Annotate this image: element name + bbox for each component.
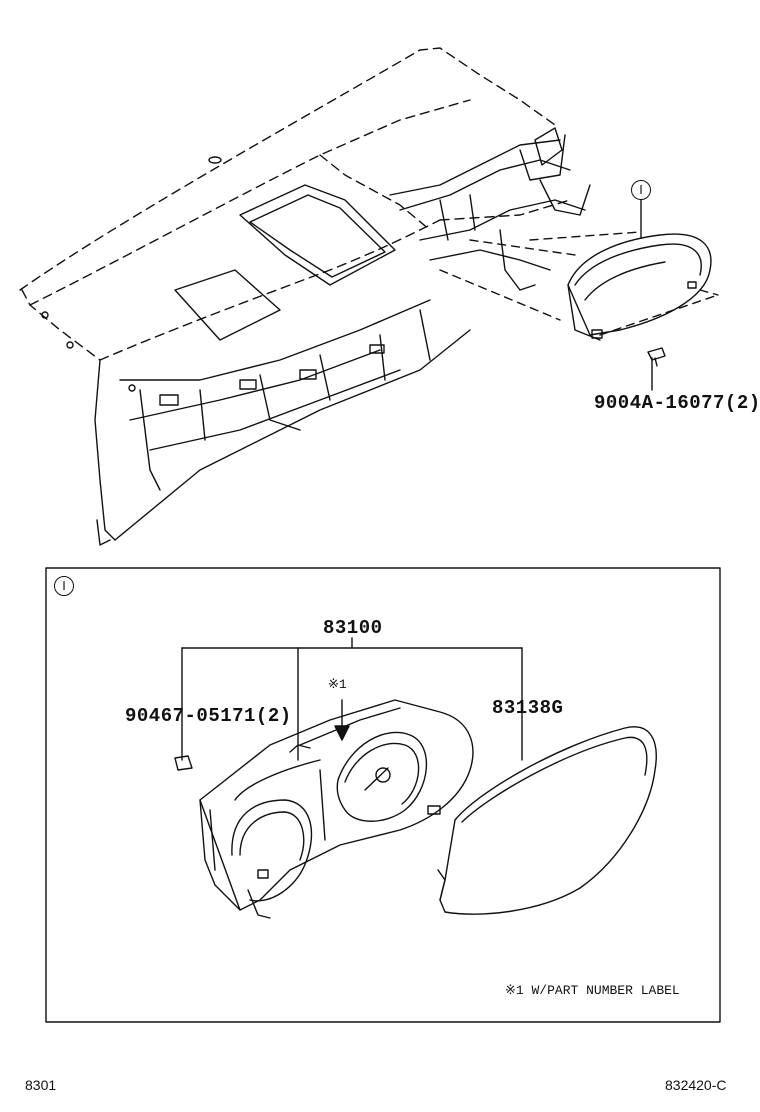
meter-glass	[437, 726, 657, 915]
footer-right-code: 832420-C	[665, 1077, 727, 1093]
combination-meter-small	[567, 233, 712, 341]
instrument-panel	[19, 47, 719, 546]
screw-part	[647, 347, 666, 367]
callout-meter-assembly: 83100	[323, 617, 383, 639]
detail-marker-box: Ⅰ	[54, 576, 74, 596]
callout-bulb-socket: 90467-05171(2)	[125, 705, 292, 727]
callout-label-ref: ※1	[328, 677, 347, 692]
bulb-socket-part	[174, 755, 193, 771]
footnote: ※1 W/PART NUMBER LABEL	[505, 983, 680, 998]
callout-glass: 83138G	[492, 697, 564, 719]
combination-meter-large	[199, 699, 474, 919]
detail-marker-top: Ⅰ	[631, 180, 651, 200]
footer-left-code: 8301	[25, 1077, 57, 1093]
detail-frame	[45, 567, 721, 1023]
callout-screw: 9004A-16077(2)	[594, 392, 760, 414]
